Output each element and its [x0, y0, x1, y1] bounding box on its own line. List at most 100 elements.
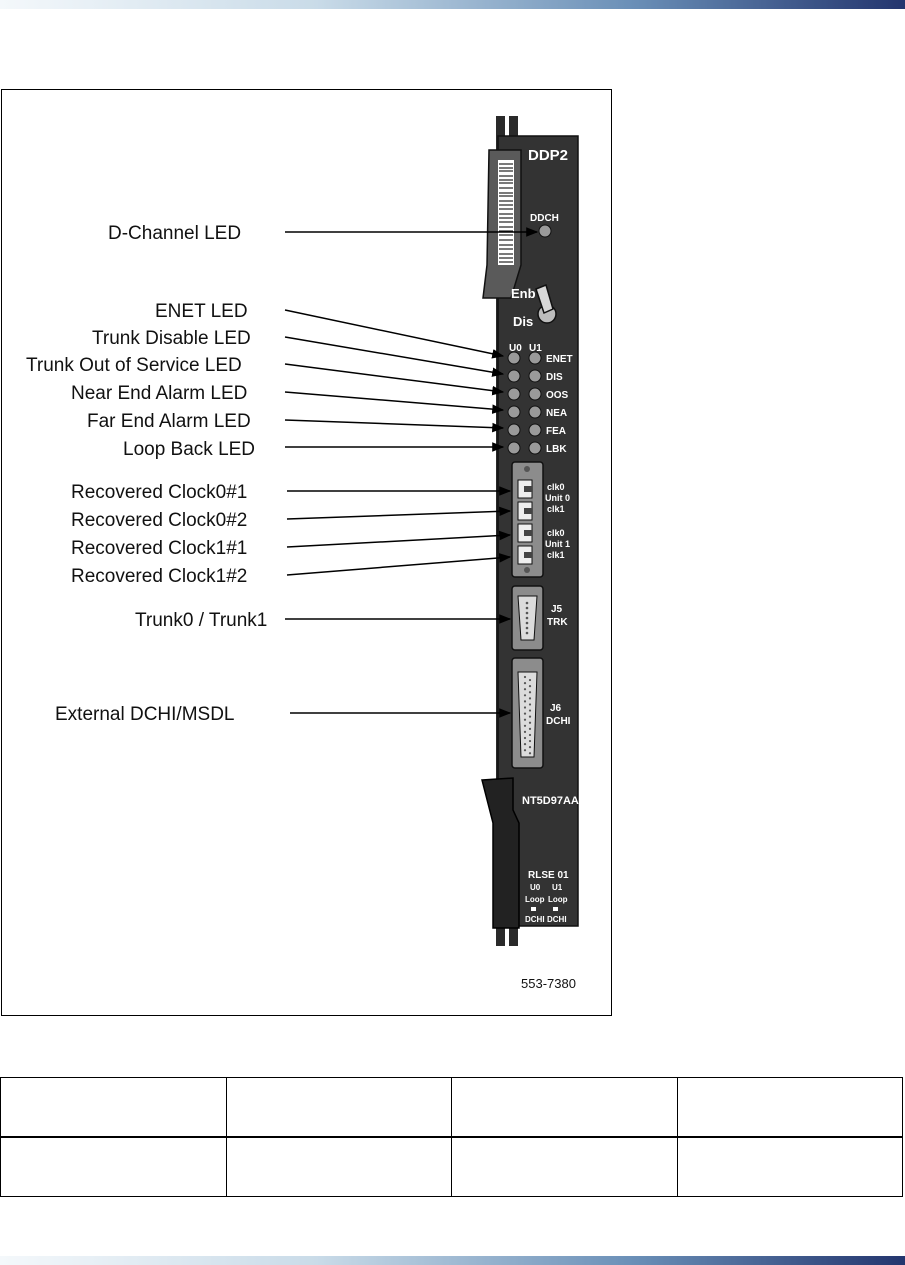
- led-u0-oos: [507, 387, 521, 401]
- j6-pin: [528, 703, 532, 706]
- clk-unit1-mid: Unit 1: [545, 539, 570, 549]
- j6-pin: [523, 694, 527, 697]
- header-gradient-band: [0, 0, 905, 9]
- bottom-latch[interactable]: [481, 777, 520, 929]
- ddch-led: [538, 224, 552, 238]
- card-name-label: DDP2: [528, 147, 568, 164]
- switch-dis-label: Dis: [513, 314, 533, 329]
- callout-recovered-clock1-1: Recovered Clock1#1: [71, 538, 247, 559]
- clk-unit0-bot: clk1: [547, 504, 565, 514]
- table-cell: [225, 1136, 452, 1197]
- callout-leader-lines: [284, 227, 539, 718]
- j6-pin: [523, 724, 527, 727]
- table-row: [0, 1077, 903, 1138]
- bottom-loop-u1-label: Loop: [548, 895, 568, 904]
- unit1-header: U1: [529, 343, 542, 354]
- callout-d-channel-led: D-Channel LED: [108, 223, 241, 244]
- j6-pin: [523, 718, 527, 721]
- j6-pin: [523, 688, 527, 691]
- table-row: [0, 1136, 903, 1197]
- led-label-nea: NEA: [546, 408, 567, 419]
- led-u1-oos: [528, 387, 542, 401]
- j6-pin: [528, 715, 532, 718]
- j6-pin: [523, 730, 527, 734]
- callout-recovered-clock0-1: Recovered Clock0#1: [71, 482, 247, 503]
- j6-pin: [528, 746, 532, 749]
- led-label-dis: DIS: [546, 372, 563, 383]
- led-label-lbk: LBK: [546, 444, 567, 455]
- figure-id: 553-7380: [521, 976, 576, 991]
- j6-pin: [523, 736, 527, 740]
- table-cell: [676, 1077, 903, 1138]
- figure-frame: [1, 89, 612, 1016]
- table-cell: [225, 1077, 452, 1138]
- bottom-u1-label: U1: [552, 883, 563, 892]
- j6-pin: [528, 752, 532, 755]
- led-u0-nea: [507, 405, 521, 419]
- callout-far-end-alarm-led: Far End Alarm LED: [87, 411, 251, 432]
- callout-near-end-alarm-led: Near End Alarm LED: [71, 383, 247, 404]
- j6-pin: [523, 700, 527, 703]
- callout-recovered-clock1-2: Recovered Clock1#2: [71, 566, 247, 587]
- switch-enb-label: Enb: [511, 286, 536, 301]
- clk-unit1-bot: clk1: [547, 550, 565, 560]
- j6-pin: [528, 697, 532, 700]
- loop-u0-indicator: [531, 907, 536, 911]
- led-u0-lbk: [507, 441, 521, 455]
- clk-unit0-top: clk0: [547, 482, 565, 492]
- release-label: RLSE 01: [528, 870, 569, 881]
- clk-unit0-mid: Unit 0: [545, 493, 570, 503]
- j6-pin: [528, 678, 532, 682]
- bottom-dchi-u0-label: DCHI: [525, 915, 545, 924]
- part-number-label: NT5D97AA: [522, 795, 579, 807]
- dchi-u1-indicator: [553, 927, 558, 931]
- j6-pin: [523, 682, 527, 685]
- led-label-fea: FEA: [546, 426, 566, 437]
- barcode-icon: [498, 160, 514, 265]
- j6-pin: [528, 691, 532, 694]
- callout-recovered-clock0-2: Recovered Clock0#2: [71, 510, 247, 531]
- unit0-header: U0: [509, 343, 522, 354]
- ddch-label: DDCH: [530, 213, 559, 224]
- j6-pin: [523, 712, 527, 715]
- j6-pin: [523, 675, 527, 679]
- led-u0-dis: [507, 369, 521, 383]
- clock-screw-top: [524, 466, 530, 472]
- ddp2-faceplate-figure: DDP2 DDCH Enb Dis U0 U1 ENET DIS OOS NEA FEA…: [26, 116, 579, 991]
- table-cell: [0, 1136, 227, 1197]
- j6-sub-label: DCHI: [546, 716, 571, 727]
- callout-trunk-disable-led: Trunk Disable LED: [92, 328, 251, 349]
- callout-external-dchi-msdl: External DCHI/MSDL: [55, 704, 235, 725]
- j6-pin: [528, 727, 532, 730]
- j6-pin: [528, 733, 532, 737]
- led-u0-enet: [507, 351, 521, 365]
- j6-pin: [528, 709, 532, 712]
- callout-enet-led: ENET LED: [155, 301, 248, 322]
- callout-trunk-out-of-service-led: Trunk Out of Service LED: [26, 355, 242, 376]
- clk-unit1-top: clk0: [547, 528, 565, 538]
- j6-pin: [528, 685, 532, 688]
- led-u1-enet: [528, 351, 542, 365]
- j6-pin: [523, 706, 527, 709]
- led-label-enet: ENET: [546, 354, 573, 365]
- table-cell: [676, 1136, 903, 1197]
- enable-disable-toggle-switch[interactable]: [535, 283, 557, 324]
- j6-pin: [523, 749, 527, 752]
- j6-d-sub-shell: [517, 671, 538, 758]
- j6-label: J6: [550, 703, 562, 714]
- bottom-loop-u0-label: Loop: [525, 895, 545, 904]
- j6-pins: [523, 675, 532, 755]
- blank-table: [0, 1077, 903, 1197]
- led-u1-fea: [528, 423, 542, 437]
- loop-u1-indicator: [553, 907, 558, 911]
- j6-pin: [528, 739, 532, 743]
- led-u1-lbk: [528, 441, 542, 455]
- led-label-oos: OOS: [546, 390, 569, 401]
- bottom-u0-label: U0: [530, 883, 541, 892]
- clock-screw-bottom: [524, 567, 530, 573]
- footer-gradient-band: [0, 1256, 905, 1265]
- dchi-u0-indicator: [531, 927, 536, 931]
- led-u1-dis: [528, 369, 542, 383]
- table-cell: [0, 1077, 227, 1138]
- j5-sub-label: TRK: [547, 617, 568, 628]
